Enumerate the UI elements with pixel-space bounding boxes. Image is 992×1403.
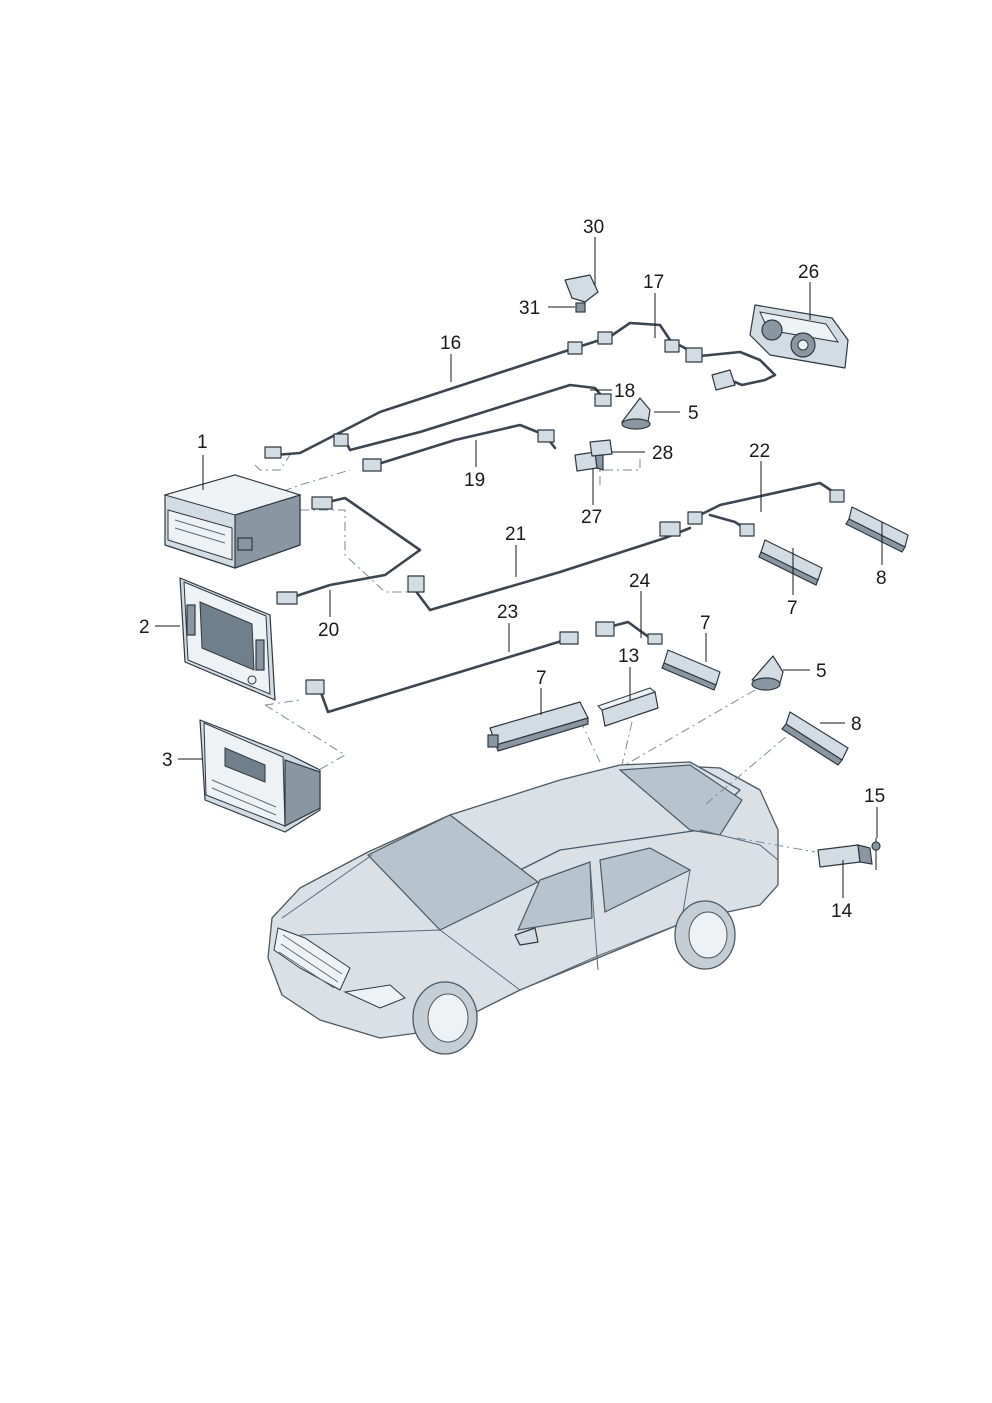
windshield <box>366 814 540 931</box>
rear-window <box>618 764 743 836</box>
cable-connectors <box>264 331 845 695</box>
cable-21 <box>413 526 692 612</box>
callout-17: 17 <box>643 272 664 293</box>
callout-14: 14 <box>831 901 853 922</box>
callout-18: 18 <box>614 381 635 402</box>
module-7-a <box>487 701 589 752</box>
cables <box>273 321 840 714</box>
cable-16 <box>273 338 602 457</box>
module-13 <box>597 687 659 727</box>
callout-7-b: 7 <box>700 613 711 634</box>
module-8-b <box>781 711 849 766</box>
handle-assembly-26 <box>711 304 849 391</box>
callout-28: 28 <box>652 443 673 464</box>
callout-3: 3 <box>162 750 173 771</box>
callout-23: 23 <box>497 602 518 623</box>
clip-31 <box>575 302 586 313</box>
callout-labels: 1 2 3 5 5 7 7 7 8 8 13 14 15 16 17 18 19… <box>139 217 887 922</box>
navigation-unit-1 <box>163 474 302 569</box>
connection-dash-lines <box>254 454 816 853</box>
display-unit-2 <box>179 577 276 701</box>
callout-8-b: 8 <box>851 714 862 735</box>
callout-8-a: 8 <box>876 568 887 589</box>
leader-lines <box>155 237 883 898</box>
cable-22 <box>688 481 840 522</box>
antenna-5-lower <box>751 655 784 691</box>
grille <box>273 927 351 991</box>
callout-7-a: 7 <box>536 668 547 689</box>
cable-23 <box>318 638 567 714</box>
screw-15 <box>871 838 881 870</box>
callout-31: 31 <box>519 298 540 319</box>
callout-2: 2 <box>139 617 150 638</box>
callout-26: 26 <box>798 262 819 283</box>
cable-18 <box>343 383 607 452</box>
module-8-a <box>845 506 909 553</box>
module-14 <box>817 844 873 868</box>
cable-26-lead <box>698 350 777 387</box>
callout-21: 21 <box>505 524 526 545</box>
callout-5-upper: 5 <box>688 403 699 424</box>
cable-20 <box>288 496 422 600</box>
cable-19 <box>373 423 557 467</box>
callout-13: 13 <box>618 646 639 667</box>
car-illustration <box>267 761 779 1055</box>
radio-unit-3 <box>199 719 321 833</box>
callout-27: 27 <box>581 507 602 528</box>
callout-20: 20 <box>318 620 339 641</box>
callout-16: 16 <box>440 333 461 354</box>
callout-1: 1 <box>197 432 208 453</box>
callout-19: 19 <box>464 470 485 491</box>
callout-15: 15 <box>864 786 885 807</box>
module-7-b <box>661 649 721 691</box>
callout-22: 22 <box>749 441 770 462</box>
callout-30: 30 <box>583 217 604 238</box>
callout-24: 24 <box>629 571 651 592</box>
antenna-5-upper <box>621 397 651 430</box>
connector-27 <box>574 450 604 472</box>
callout-5-lower: 5 <box>816 661 827 682</box>
callout-7-c: 7 <box>787 598 798 619</box>
module-7-c <box>758 539 823 586</box>
connector-28 <box>589 439 613 457</box>
bracket-30 <box>564 274 599 303</box>
